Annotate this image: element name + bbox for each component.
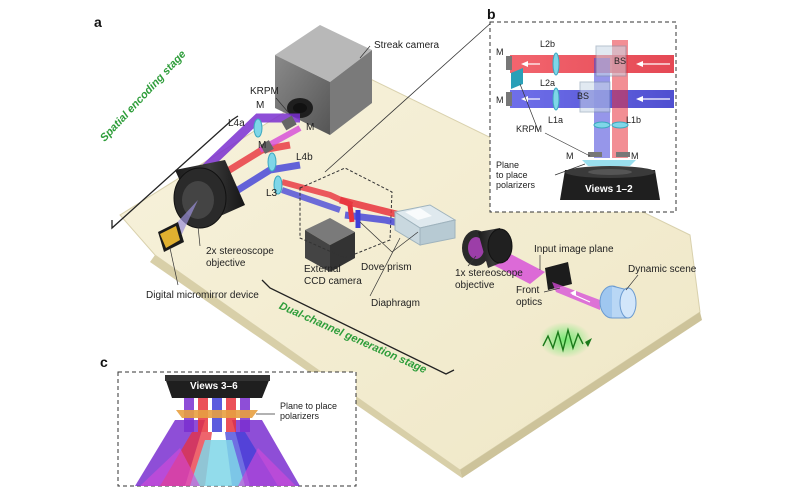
inset-b-callout [299, 21, 493, 259]
inset-c [117, 371, 357, 487]
dynamic-scene-label: Dynamic scene [628, 264, 697, 275]
inset-b-krpm: KRPM [516, 124, 543, 134]
krpm-label: KRPM [250, 86, 279, 97]
panel-letter-c: c [100, 354, 108, 370]
digital-micromirror-device [158, 222, 184, 252]
inset-b-l1a: L1a [548, 115, 564, 125]
inset-b-m-low-left: M [566, 151, 574, 161]
encoding-optics [253, 115, 297, 195]
inset-b-m-low-right: M [631, 151, 639, 161]
input-image-plane-label: Input image plane [534, 244, 614, 255]
dove-prism-label: Dove prism [361, 262, 412, 273]
laser-pulse [539, 322, 592, 358]
inset-b-bs-bottom: BS [577, 91, 590, 101]
diaphragm-label: Diaphragm [371, 298, 420, 309]
panel-letter-b: b [487, 6, 496, 22]
external-ccd-camera [305, 218, 355, 272]
inset-b-m-mid: M [496, 95, 504, 105]
inset-b-bs-top: BS [614, 56, 627, 66]
inset-c-views: Views 3–6 [190, 381, 238, 392]
stereoscope-1x-label: 1x stereoscope objective [455, 268, 523, 291]
front-optics [545, 262, 600, 310]
inset-b-l2a: L2a [540, 78, 556, 88]
front-optics-label: Front optics [516, 285, 543, 308]
stereoscope-2x-objective [170, 160, 245, 234]
mirror-label-3: M [258, 140, 267, 151]
stereoscope-2x-label: 2x stereoscope objective [206, 246, 274, 269]
l4b-label: L4b [296, 152, 313, 163]
external-ccd-camera-label: External CCD camera [304, 264, 362, 287]
stereoscope-1x-objective [462, 228, 545, 284]
inset-b-plane-to-place-polarizers: Plane to place polarizers [496, 160, 536, 190]
dynamic-scene [599, 285, 637, 319]
inset-b-l1b: L1b [626, 115, 642, 125]
streak-camera [275, 25, 372, 135]
l3-label: L3 [266, 188, 278, 199]
inset-b-views: Views 1–2 [585, 184, 633, 195]
digital-micromirror-device-label: Digital micromirror device [146, 290, 259, 301]
leader-lines [169, 45, 639, 297]
stage-brackets [111, 115, 455, 375]
streak-camera-label: Streak camera [374, 40, 440, 51]
dove-prism [393, 204, 457, 246]
inset-b-l2b: L2b [540, 39, 556, 49]
inset-b [489, 21, 677, 213]
mirror-label-1: M [256, 100, 265, 111]
inset-c-plane-to-place-polarizers: Plane to place polarizers [280, 401, 338, 421]
panel-letter-a: a [94, 14, 102, 30]
mirror-label-2: M [306, 122, 315, 133]
inset-b-m-top: M [496, 47, 504, 57]
l4a-label: L4a [228, 118, 245, 129]
